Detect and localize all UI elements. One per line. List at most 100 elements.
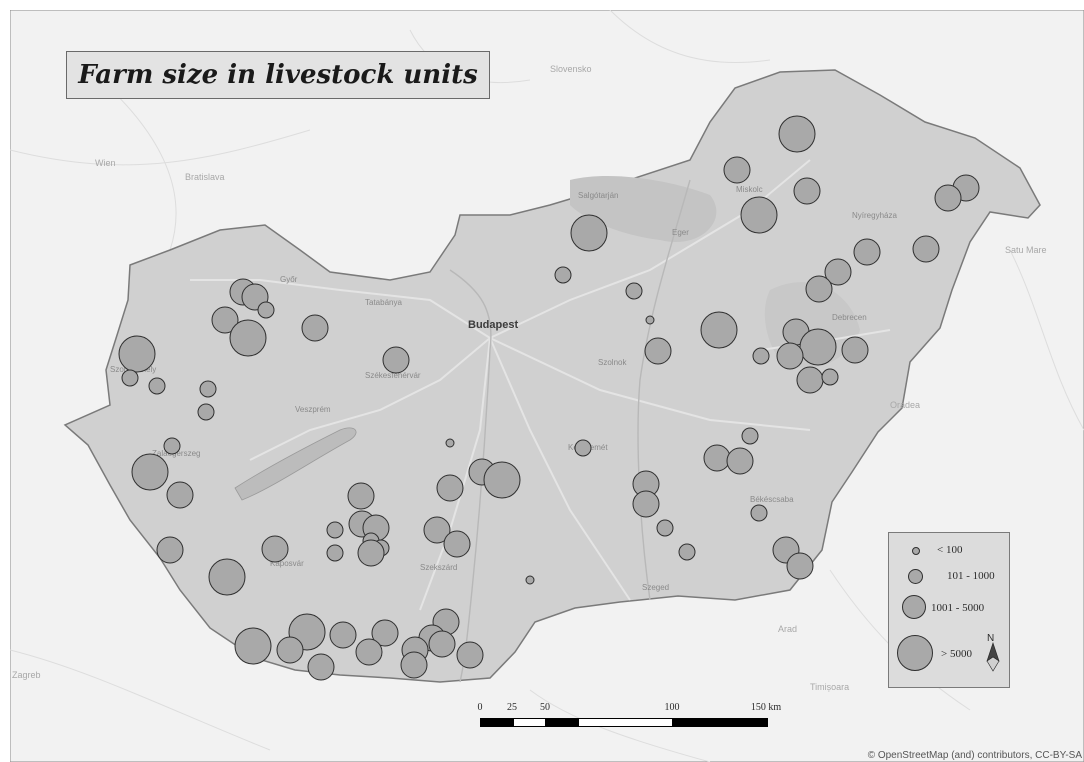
farm-symbol <box>357 539 385 567</box>
country-shape-hungary <box>63 69 1041 683</box>
label-city: Zalaegerszeg <box>152 449 200 458</box>
farm-symbol <box>656 519 674 537</box>
map-attribution: © OpenStreetMap (and) contributors, CC-B… <box>867 750 1082 761</box>
scale-segment <box>480 718 513 727</box>
farm-symbol <box>483 461 521 499</box>
legend-label: < 100 <box>937 544 963 556</box>
farm-symbol <box>326 544 344 562</box>
farm-symbol <box>301 314 329 342</box>
farm-symbol <box>197 403 215 421</box>
farm-symbol <box>148 377 166 395</box>
farm-symbol <box>934 184 962 212</box>
scale-segment <box>673 718 768 727</box>
farm-symbol <box>355 638 383 666</box>
farm-symbol <box>257 301 275 319</box>
farm-symbol <box>741 427 759 445</box>
farm-symbol <box>912 235 940 263</box>
farm-symbol <box>805 275 833 303</box>
farm-symbol <box>821 368 839 386</box>
farm-symbol <box>799 328 837 366</box>
label-city: Nyíregyháza <box>852 211 897 220</box>
farm-symbol <box>423 516 451 544</box>
farm-symbol <box>824 258 852 286</box>
farm-symbol <box>326 521 344 539</box>
scale-segment <box>513 718 546 727</box>
farm-symbol <box>229 319 267 357</box>
farm-symbol <box>841 336 869 364</box>
farm-symbol <box>776 342 804 370</box>
farm-symbol <box>436 474 464 502</box>
farm-symbol <box>443 530 471 558</box>
farm-symbol <box>208 558 246 596</box>
north-arrow-icon: N <box>986 633 1000 672</box>
scale-segment <box>578 718 673 727</box>
label-budapest: Budapest <box>468 319 518 331</box>
legend-symbol-medium <box>908 569 923 584</box>
legend-symbol-xlarge <box>897 635 933 671</box>
farm-symbol <box>793 177 821 205</box>
farm-symbol <box>166 481 194 509</box>
farm-symbol <box>786 552 814 580</box>
label-city: Miskolc <box>736 185 763 194</box>
farm-symbol <box>703 444 731 472</box>
scale-label: 0 <box>477 702 483 713</box>
farm-symbol <box>347 482 375 510</box>
label-foreign: Slovensko <box>550 64 592 74</box>
farm-symbol <box>156 536 184 564</box>
farm-symbol <box>678 543 696 561</box>
label-foreign: Wien <box>95 158 116 168</box>
scale-segment <box>546 718 578 727</box>
north-label: N <box>987 633 994 644</box>
farm-symbol <box>752 347 770 365</box>
farm-symbol <box>428 630 456 658</box>
lake-balaton <box>234 427 357 501</box>
farm-symbol <box>645 315 655 325</box>
label-foreign: Bratislava <box>185 172 225 182</box>
farm-symbol <box>574 439 592 457</box>
farm-symbol <box>163 437 181 455</box>
farm-symbol <box>456 641 484 669</box>
label-city: Salgótarján <box>578 191 618 200</box>
scale-bar: 0 25 50 100 150 km <box>470 700 790 740</box>
legend-label: 1001 - 5000 <box>931 602 985 614</box>
scale-label: 50 <box>540 702 550 713</box>
farm-symbol <box>632 490 660 518</box>
farm-symbol <box>525 575 535 585</box>
scale-label: 150 km <box>750 702 782 713</box>
label-foreign: Satu Mare <box>1005 245 1047 255</box>
farm-symbol <box>400 651 428 679</box>
label-city: Székesfehérvár <box>365 371 421 380</box>
label-foreign: Zagreb <box>12 670 41 680</box>
legend-label: 101 - 1000 <box>947 570 995 582</box>
label-foreign: Arad <box>778 624 797 634</box>
farm-symbol <box>199 380 217 398</box>
mountain-area-north <box>570 175 717 242</box>
farm-symbol <box>554 266 572 284</box>
farm-symbol <box>307 653 335 681</box>
scale-label: 25 <box>507 702 517 713</box>
farm-symbol <box>234 627 272 665</box>
farm-symbol <box>796 366 824 394</box>
label-city: Debrecen <box>832 313 867 322</box>
farm-symbol <box>445 438 455 448</box>
label-city: Békéscsaba <box>750 495 794 504</box>
farm-symbol <box>644 337 672 365</box>
farm-symbol <box>121 369 139 387</box>
label-city: Eger <box>672 228 689 237</box>
label-foreign: Oradea <box>890 400 920 410</box>
farm-symbol <box>570 214 608 252</box>
label-city: Veszprém <box>295 405 331 414</box>
label-city: Szekszárd <box>420 563 457 572</box>
label-city: Győr <box>280 275 298 284</box>
farm-symbol <box>700 311 738 349</box>
farm-symbol <box>211 306 239 334</box>
main-roads <box>190 159 891 611</box>
farm-symbol <box>625 282 643 300</box>
farm-symbol <box>740 196 778 234</box>
farm-symbol <box>778 115 816 153</box>
farm-symbol <box>853 238 881 266</box>
farm-symbols <box>118 115 980 681</box>
legend-label: > 5000 <box>941 648 972 660</box>
farm-symbol <box>382 346 410 374</box>
label-city: Szolnok <box>598 358 627 367</box>
